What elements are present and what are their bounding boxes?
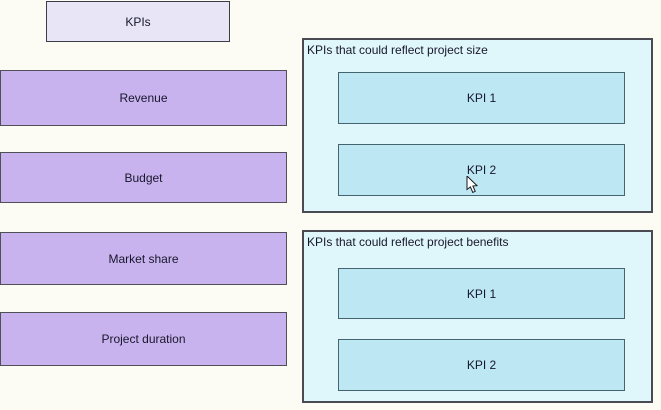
project-size-kpi-2-slot[interactable]: KPI 2 (338, 144, 625, 196)
project-benefits-kpi-1-label: KPI 1 (466, 286, 497, 301)
option-project-duration-label: Project duration (101, 332, 186, 346)
panel-project-size-title: KPIs that could reflect project size (307, 43, 488, 57)
project-benefits-kpi-2-slot[interactable]: KPI 2 (338, 339, 625, 391)
option-market-share-label: Market share (108, 251, 179, 266)
kpis-legend-box: KPIs (46, 1, 230, 42)
panel-project-benefits: KPIs that could reflect project benefits… (302, 230, 653, 403)
project-size-kpi-1-slot[interactable]: KPI 1 (338, 72, 625, 124)
option-budget-label: Budget (124, 170, 163, 185)
panel-project-benefits-title: KPIs that could reflect project benefits (307, 235, 509, 249)
project-size-kpi-2-label: KPI 2 (466, 163, 497, 177)
option-revenue[interactable]: Revenue (0, 70, 287, 126)
project-benefits-kpi-2-label: KPI 2 (466, 358, 497, 372)
option-budget[interactable]: Budget (0, 152, 287, 203)
panel-project-size: KPIs that could reflect project size KPI… (302, 38, 653, 213)
project-benefits-kpi-1-slot[interactable]: KPI 1 (338, 268, 625, 319)
option-market-share[interactable]: Market share (0, 232, 287, 285)
kpis-legend-label: KPIs (125, 14, 151, 29)
option-revenue-label: Revenue (119, 91, 168, 105)
option-project-duration[interactable]: Project duration (0, 312, 287, 366)
project-size-kpi-1-label: KPI 1 (466, 91, 497, 105)
